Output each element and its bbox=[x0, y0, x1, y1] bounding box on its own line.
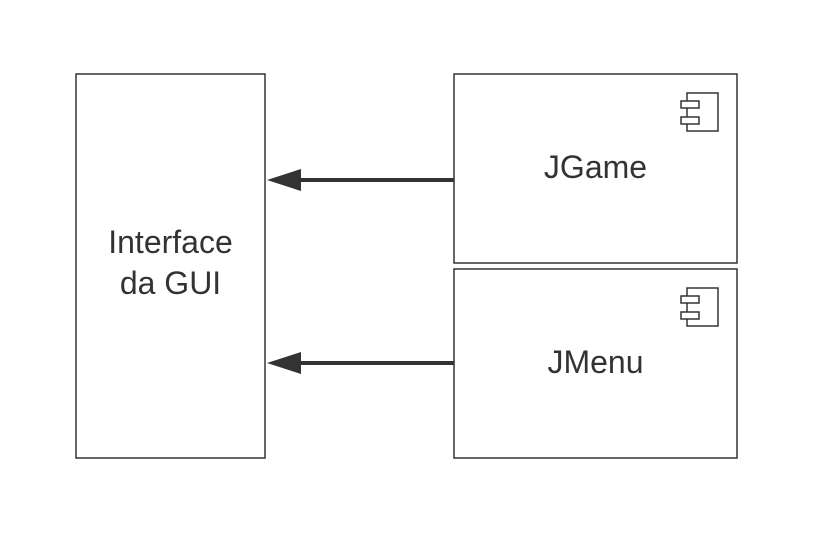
component-label-jgame: JGame bbox=[544, 149, 647, 185]
component-label-jmenu: JMenu bbox=[547, 344, 643, 380]
uml-component-icon bbox=[680, 92, 719, 132]
uml-component-icon bbox=[680, 287, 719, 327]
interface-label-line2: da GUI bbox=[120, 265, 221, 301]
interface-label-line1: Interface bbox=[108, 224, 233, 260]
interface-node[interactable]: Interface da GUI bbox=[75, 73, 266, 459]
dependency-arrow-jgame bbox=[267, 169, 454, 191]
dependency-arrow-jmenu bbox=[267, 352, 454, 374]
component-node-jgame[interactable]: JGame bbox=[453, 73, 738, 264]
interface-box bbox=[75, 73, 266, 459]
arrowhead-icon bbox=[267, 352, 301, 374]
component-node-jmenu[interactable]: JMenu bbox=[453, 268, 738, 459]
arrowhead-icon bbox=[267, 169, 301, 191]
